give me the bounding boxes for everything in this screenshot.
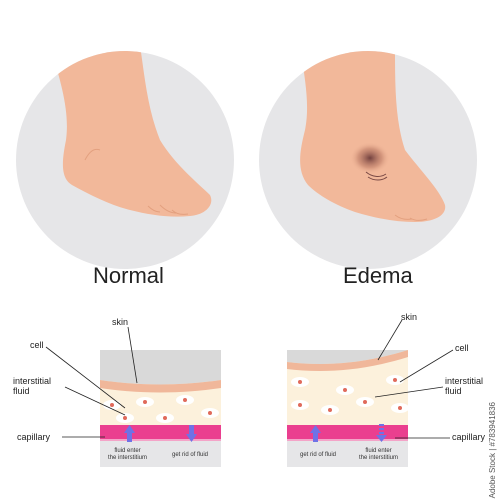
normal-foot [50, 51, 212, 217]
edema-arrow-down-dashed [376, 424, 387, 442]
title-normal: Normal [93, 263, 164, 288]
edema-label-interstitial-fluid: interstitial fluid [445, 376, 484, 397]
edema-tissue-block [287, 350, 409, 467]
edema-label-fluid-enter: fluid enter the interstitium [358, 448, 398, 461]
normal-arrow-up [124, 425, 135, 442]
stock-watermark: Adobe Stock | #783941836 [488, 401, 497, 498]
edema-label-cell: cell [455, 343, 469, 353]
normal-label-skin: skin [112, 317, 129, 327]
normal-label-get-rid: get rid of fluid [171, 452, 209, 458]
title-edema: Edema [343, 263, 413, 288]
normal-label-cell: cell [30, 340, 44, 350]
edema-label-capillary: capillary [452, 432, 486, 442]
edema-foot [300, 51, 446, 222]
normal-label-capillary: capillary [17, 432, 51, 442]
normal-pointer-lines [45, 326, 138, 438]
edema-pointer-lines [374, 319, 454, 439]
normal-arrow-down [186, 425, 197, 442]
edema-label-get-rid: get rid of fluid [299, 452, 337, 458]
normal-tissue-block [100, 350, 221, 467]
edema-arrow-up [310, 425, 321, 442]
normal-label-interstitial-fluid: interstitial fluid [13, 376, 52, 397]
normal-label-fluid-enter: fluid enter the interstitium [107, 448, 147, 461]
edema-label-skin: skin [401, 312, 418, 322]
